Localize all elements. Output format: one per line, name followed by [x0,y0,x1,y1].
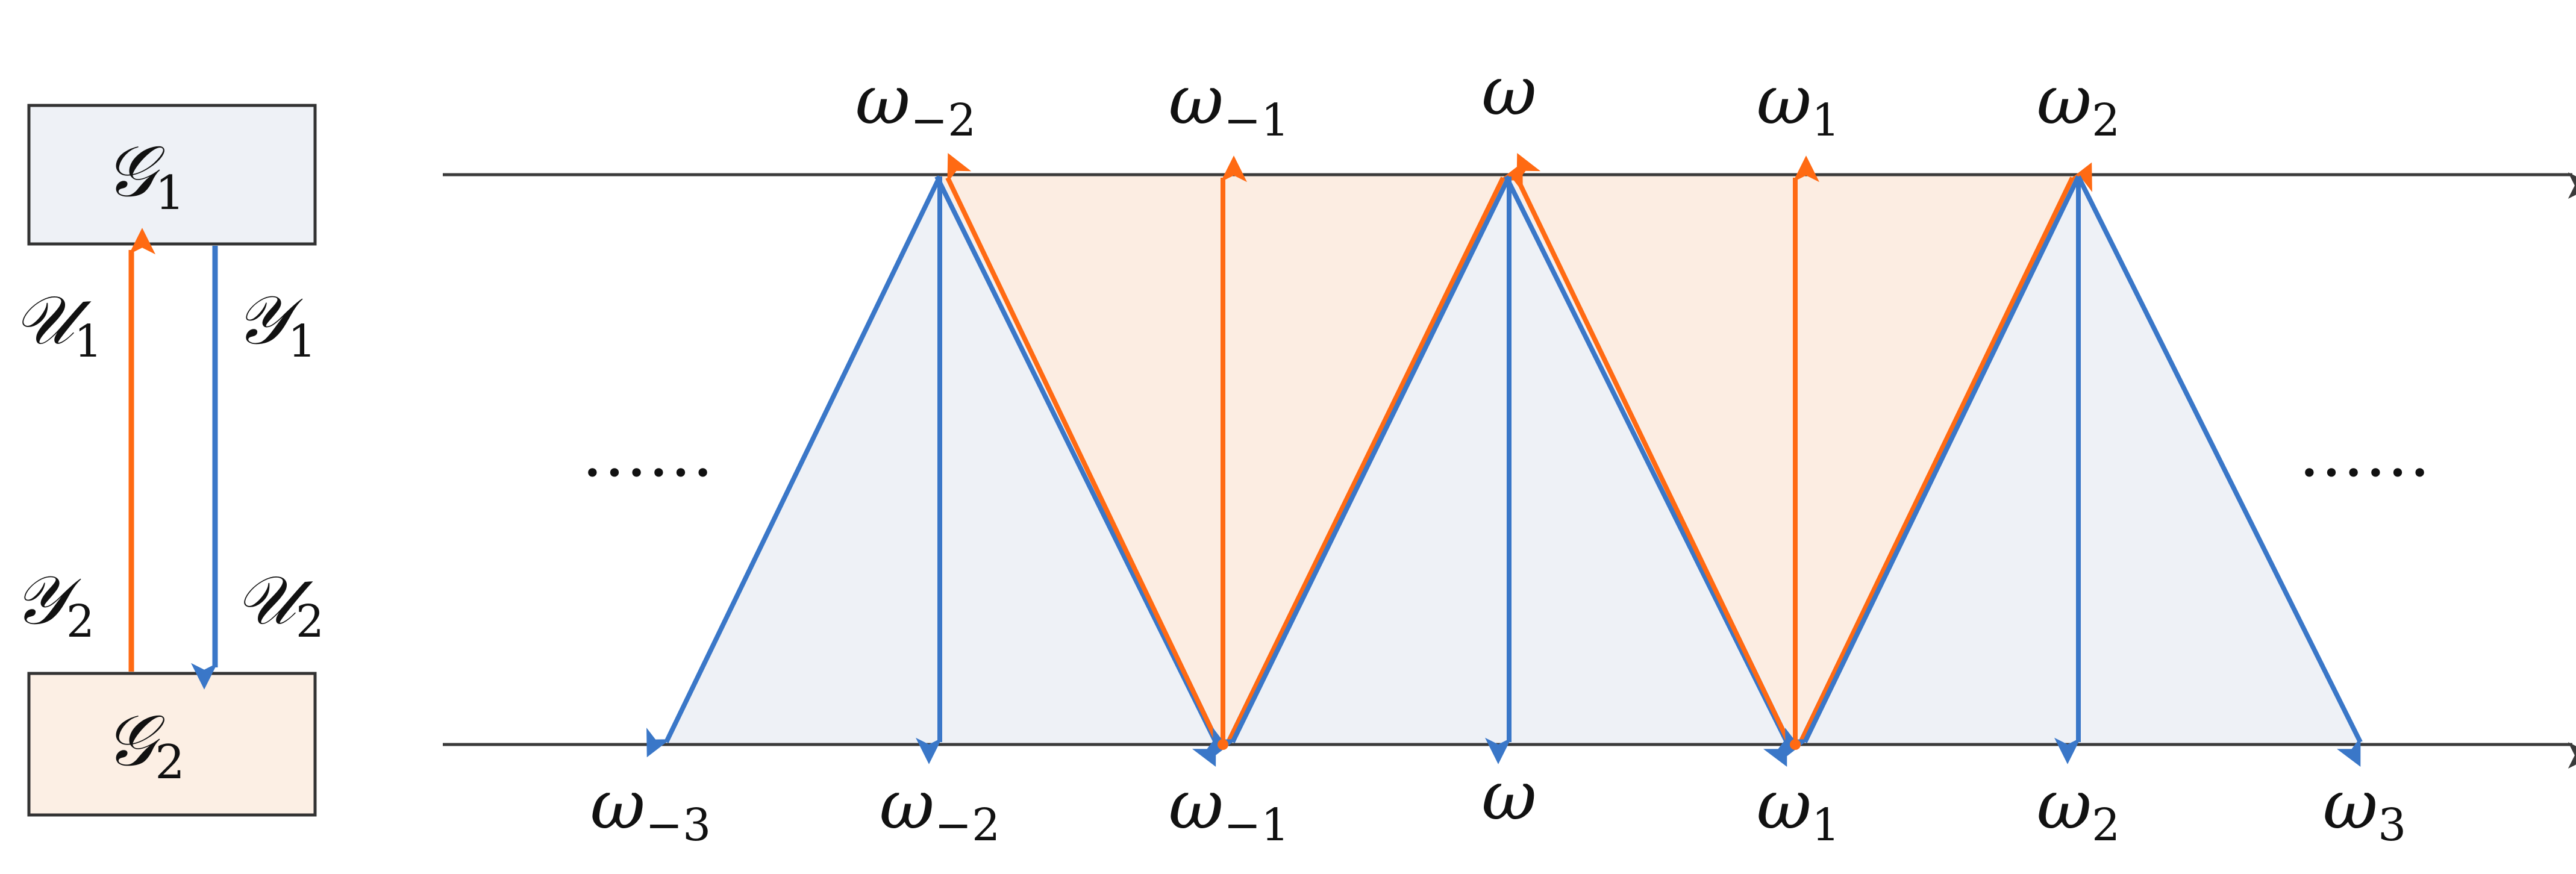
blue-arrow-top-omega-to-bottom-omega-1 [1504,175,1789,767]
bottom-freq-label: ω1 [1757,766,1840,851]
g1-block [27,104,317,246]
y1-label: 𝒴1 [235,281,316,367]
orange-arrow-bottom-omega-1-to-top-omega [1515,153,1792,744]
bottom-freq-label: ω2 [2037,766,2120,851]
y2-label: 𝒴2 [13,561,95,648]
u1-label: 𝒰1 [13,281,102,367]
blue-arrow-top-omega-2-to-bottom-omega-3 [2076,175,2363,767]
bottom-frequency-labels: ω−3 ω−2 ω−1 ω ω1 ω2 ω3 [590,757,2406,851]
orange-arrow-bottom-omega-1-to-top-omega-2 [1798,162,2092,744]
top-freq-label: ω−1 [1169,61,1289,146]
blue-arrow-top-omega-neg2-to-bottom-omega-neg3 [646,175,942,758]
right-ellipsis: …… [2298,414,2431,492]
orange-arrow-bottom-omega-neg1-to-top-omega [1225,162,1523,744]
top-freq-label: ω [1481,52,1536,131]
g2-block [27,672,317,817]
u2-label: 𝒰2 [235,561,324,648]
bottom-omega-1-node [1790,739,1801,750]
blue-arrow-top-omega-2-to-bottom-omega-1 [1785,175,2081,758]
top-freq-label: ω1 [1757,61,1840,146]
top-frequency-labels: ω−2 ω−1 ω ω1 ω2 [855,52,2120,146]
top-freq-label: ω2 [2037,61,2120,146]
blue-arrow-top-omega-to-bottom-omega-neg1 [1213,175,1512,758]
bottom-freq-label: ω−3 [590,766,711,851]
top-freq-label: ω−2 [855,61,976,146]
bottom-freq-label: ω−2 [880,766,1000,851]
orange-arrow-bottom-omega-neg1-to-top-omega-neg2 [945,153,1221,744]
left-ellipsis: …… [581,414,714,492]
bottom-freq-label: ω [1481,757,1536,835]
coupling-arrows [646,153,2363,767]
bottom-freq-label: ω3 [2323,766,2406,851]
bottom-omega-neg1-node [1218,739,1228,750]
blue-region [666,175,2365,744]
blue-arrow-top-omega-neg2-to-bottom-omega-neg1 [934,175,1218,767]
bottom-freq-label: ω−1 [1169,766,1289,851]
block-diagram: 𝒢1 𝒢2 𝒰1 𝒴1 𝒴2 𝒰2 [13,104,324,817]
shaded-regions [666,175,2365,744]
